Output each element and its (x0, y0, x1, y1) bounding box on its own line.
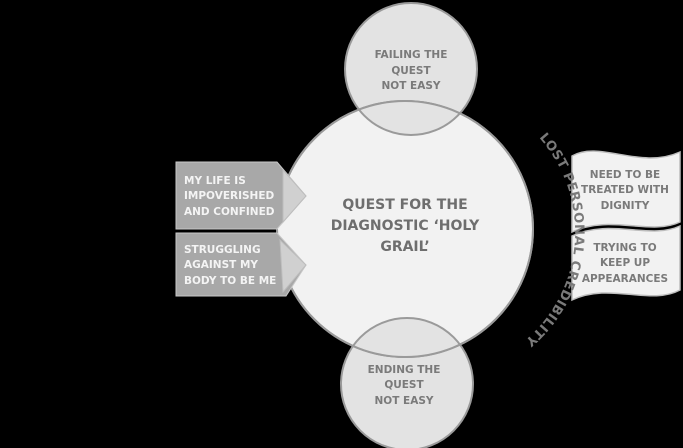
right-flag-2-line-2: KEEP UP (600, 257, 650, 269)
bottom-circle-line-2: QUEST (384, 379, 424, 391)
left-box-1-line-2: IMPOVERISHED (184, 190, 275, 202)
central-line-2: DIAGNOSTIC ‘HOLY (331, 218, 480, 234)
top-circle-line-3: NOT EASY (382, 80, 441, 92)
central-line-1: QUEST FOR THE (342, 197, 467, 213)
bottom-circle-line-1: ENDING THE (368, 364, 441, 376)
left-box-1-line-1: MY LIFE IS (184, 175, 246, 187)
central-line-3: GRAIL’ (380, 239, 429, 255)
left-box-2 (175, 232, 307, 297)
right-flag-1-line-1: NEED TO BE (590, 169, 660, 181)
left-box-2-line-1: STRUGGLING (184, 244, 261, 256)
top-circle-line-1: FAILING THE (375, 49, 448, 61)
right-flag-1-line-2: TREATED WITH (581, 184, 669, 196)
right-flag-2 (571, 224, 681, 302)
right-flag-2-line-3: APPEARANCES (582, 273, 668, 285)
right-flag-2-line-1: TRYING TO (593, 242, 656, 254)
top-circle-line-2: QUEST (391, 65, 431, 77)
left-box-1-line-3: AND CONFINED (184, 206, 275, 218)
right-flag-1 (571, 150, 681, 234)
left-box-2-line-3: BODY TO BE ME (184, 275, 276, 287)
right-flag-1-line-3: DIGNITY (601, 200, 650, 212)
bottom-circle-line-3: NOT EASY (375, 395, 434, 407)
left-box-1 (175, 161, 307, 230)
left-box-2-line-2: AGAINST MY (184, 259, 258, 271)
